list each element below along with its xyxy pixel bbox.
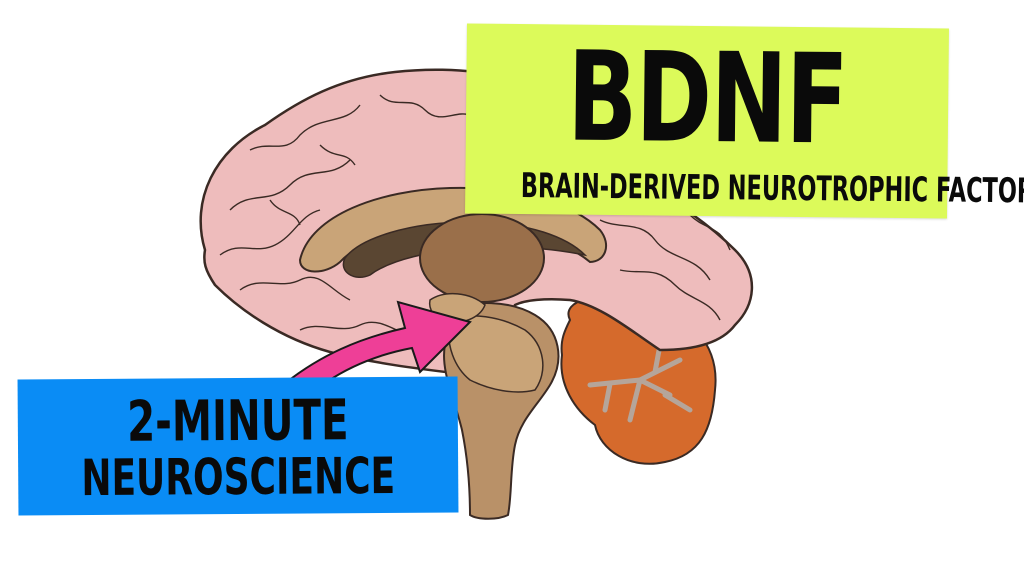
- curved-arrow-icon: [280, 300, 472, 390]
- thalamus: [419, 213, 545, 303]
- title-abbreviation: BDNF: [566, 25, 848, 173]
- pons: [448, 315, 544, 393]
- cerebellum-white-matter: [587, 342, 693, 423]
- series-banner: 2-MINUTE NEUROSCIENCE: [17, 376, 459, 516]
- title-full-name: BRAIN-DERIVED NEUROTROPHIC FACTOR: [520, 166, 1024, 212]
- title-banner: BDNF BRAIN-DERIVED NEUROTROPHIC FACTOR: [465, 23, 1024, 219]
- series-title-line1: 2-MINUTE: [126, 388, 349, 455]
- series-title-line2: NEUROSCIENCE: [81, 446, 396, 508]
